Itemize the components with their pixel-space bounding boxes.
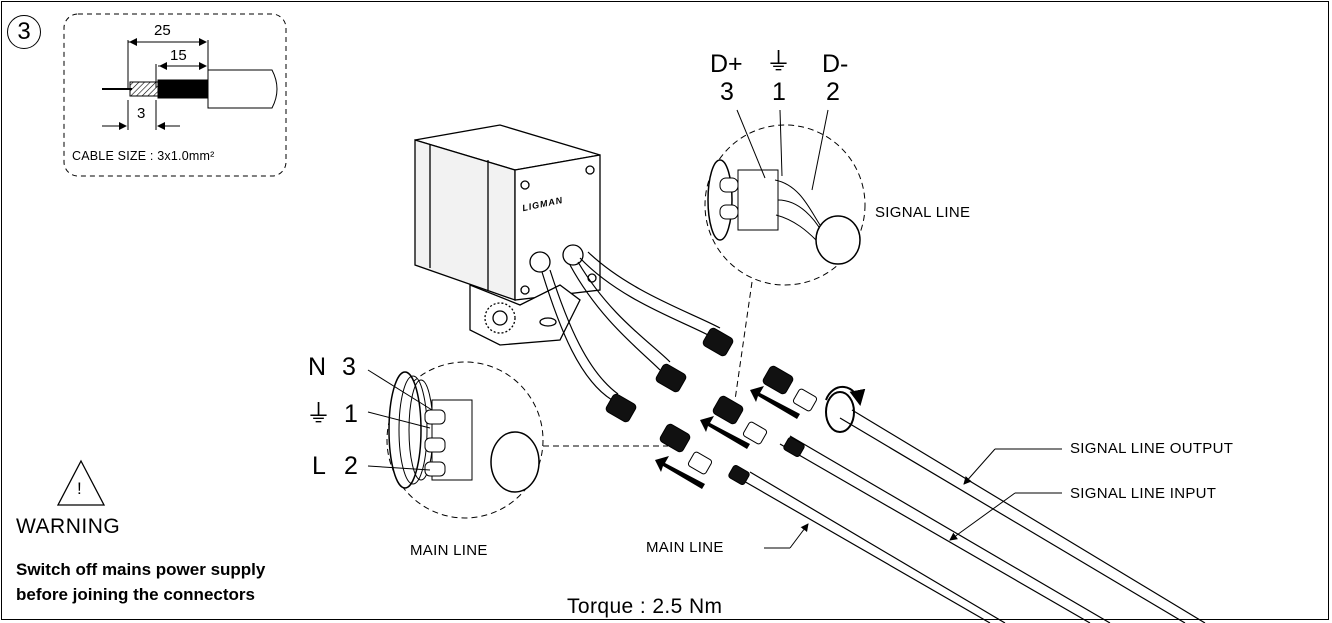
signal-line-label: SIGNAL LINE: [875, 204, 971, 221]
cable-runs: [541, 251, 1206, 623]
label-leaders: [764, 448, 1062, 549]
signal-pin-earth-icon: ⏚: [766, 48, 792, 76]
warning-line-1: Switch off mains power supply: [16, 560, 266, 579]
dim-tip-length: 3: [137, 105, 146, 122]
signal-pin-dminus-number: 2: [826, 78, 840, 106]
main-pin-earth-number: 1: [344, 400, 358, 428]
signal-line-output-label: SIGNAL LINE OUTPUT: [1070, 440, 1234, 457]
torque-ring: [825, 385, 866, 433]
main-line-cable-label: MAIN LINE: [646, 539, 724, 556]
warning-exclamation-icon: !: [77, 479, 82, 498]
connectors: [605, 327, 818, 485]
signal-pin-dminus-symbol: D-: [822, 50, 849, 78]
main-pin-l-symbol: L: [312, 452, 326, 480]
signal-pin-dplus-symbol: D+: [710, 50, 743, 78]
warning-title: WARNING: [16, 515, 121, 538]
warning-line-2: before joining the connectors: [16, 585, 255, 604]
dim-total-length: 25: [154, 22, 171, 39]
dim-strip-length: 15: [170, 47, 187, 64]
main-line-detail-label: MAIN LINE: [410, 542, 488, 559]
main-pin-earth-icon: ⏚: [306, 400, 332, 428]
warning-triangle: [56, 459, 106, 506]
main-pin-n-number: 3: [342, 353, 356, 381]
main-pin-l-number: 2: [344, 452, 358, 480]
main-pin-n-symbol: N: [308, 353, 327, 381]
step-number: 3: [7, 15, 41, 49]
torque-spec: Torque : 2.5 Nm: [567, 595, 723, 618]
cable-strip-detail: [63, 13, 287, 177]
signal-pin-dplus-number: 3: [720, 78, 734, 106]
signal-pin-earth-number: 1: [772, 78, 786, 106]
luminaire-housing: [414, 124, 601, 346]
signal-line-input-label: SIGNAL LINE INPUT: [1070, 485, 1217, 502]
push-arrows: [655, 386, 800, 489]
main-detail-circle: [367, 361, 668, 519]
cable-size-label: CABLE SIZE : 3x1.0mm²: [72, 149, 215, 163]
signal-detail-circle: [704, 109, 866, 401]
